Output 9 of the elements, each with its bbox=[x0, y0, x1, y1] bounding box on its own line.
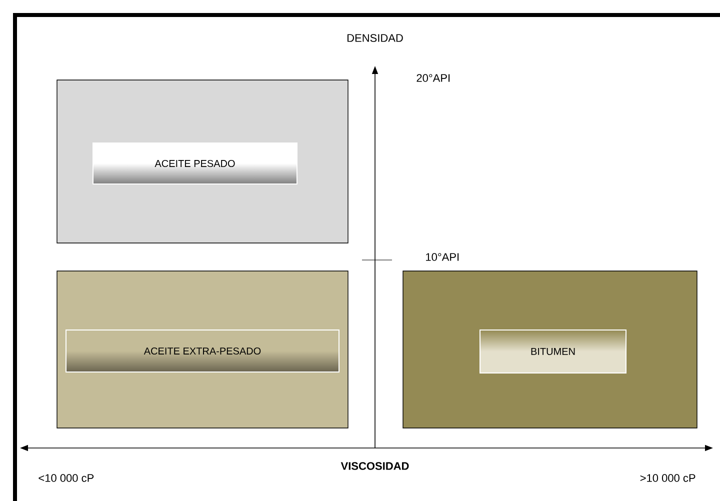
axis-label: DENSIDAD bbox=[348, 34, 403, 42]
axis-label: 10°API bbox=[426, 253, 459, 261]
label-box: ACEITE PESADO bbox=[92, 142, 298, 184]
axis-label: VISCOSIDAD bbox=[340, 462, 409, 470]
label-box: ACEITE EXTRA-PESADO bbox=[66, 330, 340, 372]
label-box: BITUMEN bbox=[480, 330, 626, 374]
axis-label: >10 000 cP bbox=[640, 474, 696, 482]
axis-label: 20°API bbox=[416, 74, 450, 82]
axis-label: <10 000 cP bbox=[38, 474, 94, 482]
